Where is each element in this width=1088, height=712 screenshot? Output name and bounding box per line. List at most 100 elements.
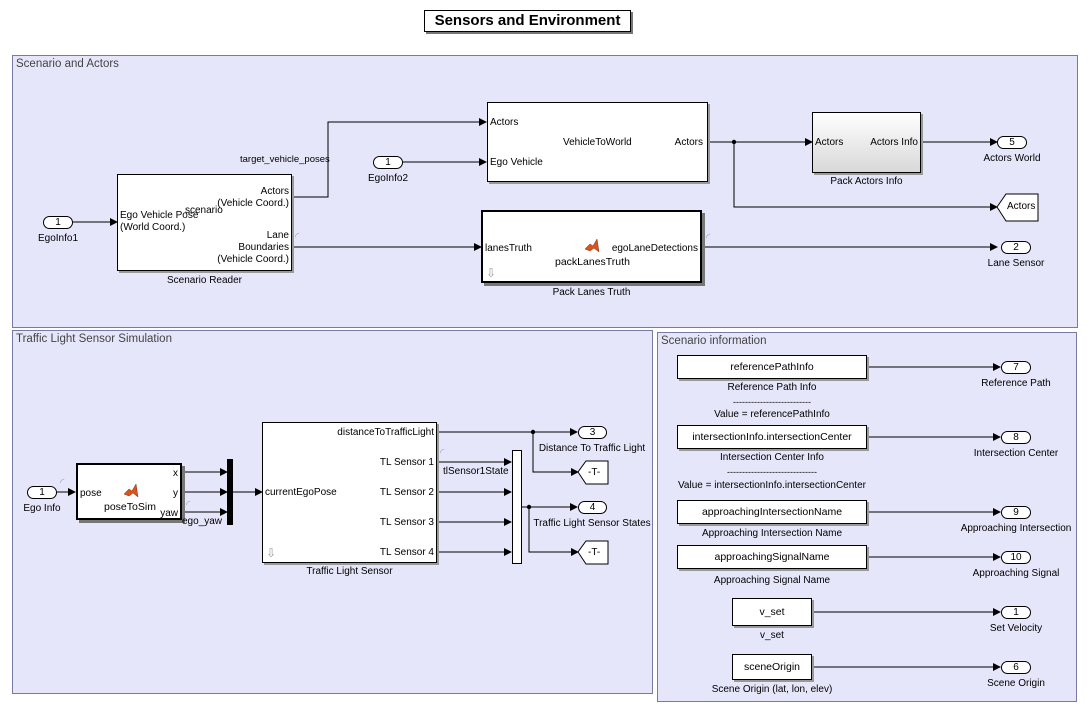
outport-label: Lane Sensor bbox=[987, 258, 1045, 269]
inport-label: EgoInfo2 bbox=[367, 173, 409, 184]
matlab-function-icon bbox=[584, 238, 600, 253]
constant-block[interactable]: v_set bbox=[732, 598, 812, 626]
block-name: Traffic Light Sensor bbox=[306, 566, 393, 577]
output-port-label: egoLaneDetections bbox=[611, 243, 698, 254]
block-name: Scene Origin (lat, lon, elev) bbox=[711, 684, 833, 695]
goto-tag-label: -T- bbox=[588, 467, 601, 478]
down-arrow-icon: ⇩ bbox=[486, 266, 497, 280]
vehicle-to-world-block[interactable]: Actors Ego Vehicle VehicleToWorld Actors bbox=[487, 102, 708, 182]
block-center-label: scenario bbox=[185, 205, 223, 216]
diagram-title: Sensors and Environment bbox=[424, 10, 631, 32]
signal-log-icon: ◜ bbox=[295, 231, 300, 243]
outport-lane-sensor[interactable]: 2 bbox=[1001, 241, 1031, 254]
output-port-label: yaw bbox=[160, 508, 178, 519]
block-name: Reference Path Info bbox=[727, 382, 817, 393]
constant-block[interactable]: sceneOrigin bbox=[732, 654, 812, 680]
separator-text: -------------------------- bbox=[733, 397, 811, 407]
signal-label: tlSensor1State bbox=[443, 466, 509, 477]
block-name: Scenario Reader bbox=[166, 275, 243, 286]
outport-distance[interactable]: 3 bbox=[578, 426, 607, 439]
branch-point bbox=[526, 504, 532, 510]
inport-egoinfo2[interactable]: 1 bbox=[373, 156, 403, 169]
signal-line bbox=[292, 118, 487, 198]
constant-block[interactable]: referencePathInfo bbox=[677, 355, 867, 379]
area-title: Scenario and Actors bbox=[16, 58, 119, 70]
mux-block-2[interactable] bbox=[512, 450, 522, 564]
pack-actors-info-block[interactable]: Actors Actors Info bbox=[812, 112, 921, 173]
area-title: Traffic Light Sensor Simulation bbox=[16, 333, 172, 345]
outport[interactable]: 7 bbox=[1001, 361, 1031, 374]
constant-block[interactable]: intersectionInfo.intersectionCenter bbox=[677, 425, 867, 449]
outport-label: Reference Path bbox=[981, 378, 1051, 389]
output-port-label: TL Sensor 3 bbox=[379, 517, 434, 528]
mux-block[interactable] bbox=[227, 459, 233, 525]
output-port-label: Lane bbox=[266, 230, 289, 241]
value-annotation: Value = intersectionInfo.intersectionCen… bbox=[678, 480, 866, 491]
goto-tag-label: Actors bbox=[1007, 201, 1036, 212]
input-port-label: currentEgoPose bbox=[265, 487, 337, 498]
branch-point bbox=[530, 429, 536, 435]
outport[interactable]: 1 bbox=[1001, 606, 1031, 619]
output-port-label: TL Sensor 2 bbox=[379, 487, 434, 498]
function-name: poseToSim bbox=[104, 501, 156, 513]
block-name: Approaching Signal Name bbox=[713, 575, 831, 586]
goto-tag-t[interactable] bbox=[578, 540, 610, 566]
output-port-label: x bbox=[173, 468, 178, 479]
down-arrow-icon: ⇩ bbox=[266, 546, 277, 560]
constant-block[interactable]: approachingSignalName bbox=[677, 545, 867, 569]
outport[interactable]: 10 bbox=[1001, 551, 1031, 564]
output-port-label: (Vehicle Coord.) bbox=[217, 198, 289, 209]
signal-line bbox=[532, 432, 579, 476]
separator-text: ------------------------------ bbox=[727, 467, 817, 477]
inport-label: Ego Info bbox=[23, 503, 61, 514]
input-port-label: lanesTruth bbox=[485, 243, 532, 254]
matlab-function-icon bbox=[123, 483, 139, 498]
outport-label: Scene Origin bbox=[987, 678, 1045, 689]
signal-label: ego_yaw bbox=[182, 516, 223, 527]
scenario-reader-block[interactable]: Ego Vehicle Pose (World Coord.) scenario… bbox=[117, 174, 292, 271]
signal-line bbox=[733, 142, 998, 211]
outport[interactable]: 9 bbox=[1001, 506, 1031, 519]
function-name: packLanesTruth bbox=[555, 256, 630, 268]
outport[interactable]: 6 bbox=[1001, 661, 1031, 674]
outport-actors-world[interactable]: 5 bbox=[997, 136, 1027, 149]
inport-ego-info[interactable]: 1 bbox=[27, 486, 57, 499]
output-port-label: distanceToTrafficLight bbox=[337, 427, 434, 438]
inport-label: EgoInfo1 bbox=[37, 233, 79, 244]
signal-line bbox=[528, 507, 579, 556]
output-port-label: Actors Info bbox=[870, 137, 918, 148]
input-port-label: Actors bbox=[815, 137, 844, 148]
output-port-label: (Vehicle Coord.) bbox=[217, 254, 289, 265]
outport-label: Actors World bbox=[983, 153, 1041, 164]
traffic-light-sensor-block[interactable]: currentEgoPose distanceToTrafficLight TL… bbox=[262, 422, 437, 563]
outport-tl-states[interactable]: 4 bbox=[578, 501, 607, 514]
constant-block[interactable]: approachingIntersectionName bbox=[677, 500, 867, 524]
signal-log-icon: ◜ bbox=[186, 499, 191, 511]
output-port-label: Actors bbox=[260, 186, 289, 197]
block-name: Pack Actors Info bbox=[830, 176, 903, 187]
signal-log-icon: ◜ bbox=[60, 477, 65, 489]
input-port-label: (World Coord.) bbox=[120, 222, 186, 233]
outport[interactable]: 8 bbox=[1001, 431, 1031, 444]
goto-tag-label: -T- bbox=[588, 547, 601, 558]
output-port-label: TL Sensor 1 bbox=[379, 457, 434, 468]
goto-tag-actors[interactable] bbox=[997, 193, 1039, 223]
pack-lanes-truth-block[interactable]: lanesTruth egoLaneDetections packLanesTr… bbox=[481, 210, 702, 283]
pose-to-sim-block[interactable]: pose x y yaw poseToSim bbox=[76, 463, 182, 520]
goto-tag-t[interactable] bbox=[578, 460, 610, 486]
outport-label: Distance To Traffic Light bbox=[538, 443, 646, 454]
outport-label: Set Velocity bbox=[989, 623, 1043, 634]
signal-log-icon: ◜ bbox=[706, 232, 711, 244]
input-port-label: Actors bbox=[490, 117, 519, 128]
output-port-label: y bbox=[173, 488, 178, 499]
input-port-label: pose bbox=[80, 488, 102, 499]
input-port-label: Ego Vehicle bbox=[490, 157, 543, 168]
block-name: Intersection Center Info bbox=[720, 452, 824, 463]
signal-label: target_vehicle_poses bbox=[240, 154, 330, 165]
inport-egoinfo1[interactable]: 1 bbox=[43, 216, 73, 229]
outport-label: Approaching Signal bbox=[972, 568, 1060, 579]
value-annotation: Value = referencePathInfo bbox=[714, 409, 830, 420]
outport-label: Approaching Intersection bbox=[960, 523, 1072, 534]
block-name: Pack Lanes Truth bbox=[552, 287, 631, 298]
